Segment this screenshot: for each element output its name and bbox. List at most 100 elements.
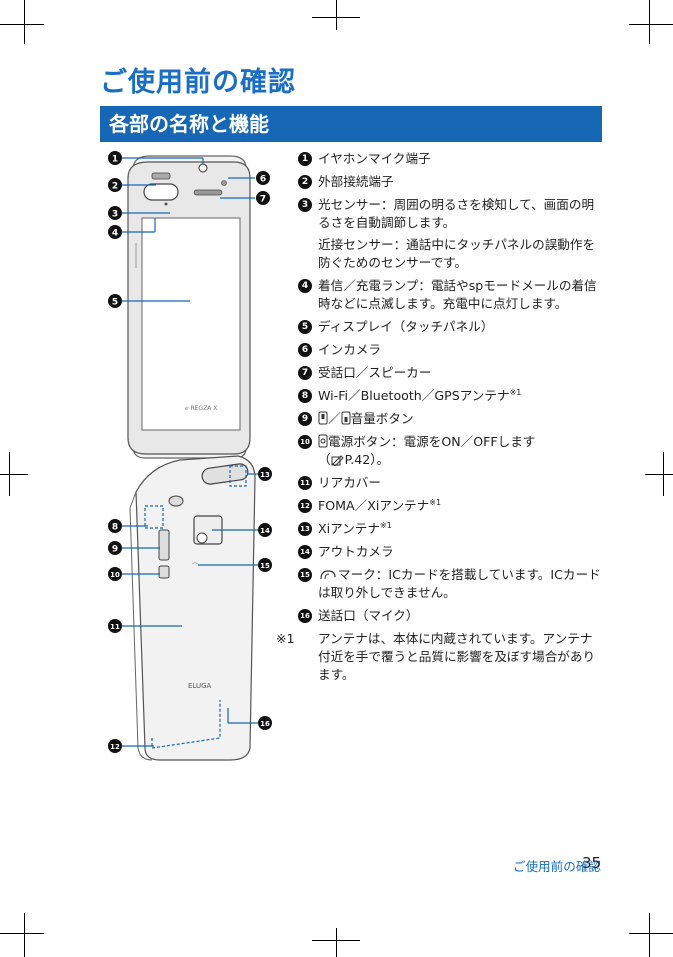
phone-front-view: ℯ REGZA X xyxy=(127,155,251,459)
callout-badge-8 xyxy=(108,519,122,533)
callout-badge-12 xyxy=(108,739,122,753)
crop-mark xyxy=(24,0,25,44)
callout-label: 2 xyxy=(112,182,118,192)
list-item: 10 電源ボタン：電源をON／OFFします （P.42）。 xyxy=(298,433,602,469)
callout-label: 6 xyxy=(260,175,266,185)
item-text: アウトカメラ xyxy=(318,544,394,559)
item-number: 4 xyxy=(298,279,312,293)
svg-text:⌒: ⌒ xyxy=(192,563,198,570)
item-number: 14 xyxy=(298,545,312,559)
item-text: 外部接続端子 xyxy=(318,174,394,189)
item-text: 受話口／スピーカー xyxy=(318,365,432,380)
item-text: 着信／充電ランプ：電話やspモードメールの着信時などに点滅します。充電中に点灯し… xyxy=(318,278,597,311)
footnote-ref: ※1 xyxy=(429,498,442,507)
callout-badge-3 xyxy=(108,206,122,220)
page-ref-link[interactable]: P.42）。 xyxy=(344,452,390,467)
callout-label: 9 xyxy=(112,545,118,555)
callout-label: 13 xyxy=(260,471,270,479)
item-number: 7 xyxy=(298,366,312,380)
item-text: 音量ボタン xyxy=(350,411,414,426)
item-text: インカメラ xyxy=(318,342,381,357)
item-text: イヤホンマイク端子 xyxy=(318,151,431,166)
item-number: 9 xyxy=(298,412,312,426)
leader-lines xyxy=(122,157,258,747)
crop-mark xyxy=(645,474,673,475)
chapter-title: ご使用前の確認 xyxy=(100,67,296,98)
callout-label: 14 xyxy=(260,527,270,535)
list-item: 5 ディスプレイ（タッチパネル） xyxy=(298,318,602,336)
running-footer: ご使用前の確認 xyxy=(512,859,601,874)
list-item: 8 Wi-Fi／Bluetooth／GPSアンテナ※1 xyxy=(298,387,602,405)
callout-label: 7 xyxy=(260,195,266,205)
callout-badge-2 xyxy=(108,178,122,192)
list-item: 2 外部接続端子 xyxy=(298,173,602,191)
footnote-text: アンテナは、本体に内蔵されています。アンテナ付近を手で覆うと品質に影響を及ぼす場… xyxy=(318,631,596,682)
callout-badge-16 xyxy=(258,716,272,730)
parts-list: 1 イヤホンマイク端子 2 外部接続端子 3 光センサー：周囲の明るさを検知して、画面… xyxy=(276,150,602,684)
callout-label: 3 xyxy=(112,210,118,220)
item-number: 1 xyxy=(298,152,312,166)
callout-badge-11 xyxy=(108,619,122,633)
page-reference-icon xyxy=(331,455,344,466)
item-number: 8 xyxy=(298,389,312,403)
callout-badge-5 xyxy=(108,294,122,308)
callout-label: 16 xyxy=(260,720,270,728)
crop-mark xyxy=(24,913,25,957)
item-number: 3 xyxy=(298,198,312,212)
callout-badge-15 xyxy=(258,558,272,572)
footnote-mark: ※1 xyxy=(276,631,295,646)
footnote: ※1 アンテナは、本体に内蔵されています。アンテナ付近を手で覆うと品質に影響を及ぼ… xyxy=(276,630,602,684)
list-item: 1 イヤホンマイク端子 xyxy=(298,150,602,168)
crop-mark xyxy=(336,0,337,30)
item-number: 6 xyxy=(298,343,312,357)
callout-badge-7 xyxy=(256,191,270,205)
item-number: 15 xyxy=(298,568,312,582)
callout-label: 10 xyxy=(110,571,120,579)
callout-badge-1 xyxy=(108,151,122,165)
item-text: ディスプレイ（タッチパネル） xyxy=(318,319,494,334)
item-number: 13 xyxy=(298,522,312,536)
callout-label: 8 xyxy=(112,523,118,533)
crop-mark xyxy=(9,452,10,496)
callout-badge-13 xyxy=(258,467,272,481)
callout-label: 15 xyxy=(260,562,270,570)
device-logo: ℯ REGZA X xyxy=(185,405,217,412)
callout-badge-4 xyxy=(108,225,122,239)
list-item: 7 受話口／スピーカー xyxy=(298,364,602,382)
item-text: 光センサー：周囲の明るさを検知して、画面の明るさを自動調節します。 xyxy=(318,197,595,230)
crop-mark xyxy=(649,913,650,957)
item-number: 5 xyxy=(298,320,312,334)
svg-text:ELUGA: ELUGA xyxy=(188,682,212,690)
item-number: 16 xyxy=(298,609,312,623)
phone-diagram: ℯ REGZA X ⌒ ELUGA xyxy=(108,151,272,761)
volume-down-key-icon xyxy=(341,411,351,425)
item-text: Wi-Fi／Bluetooth／GPSアンテナ xyxy=(318,388,510,403)
callout-label: 1 xyxy=(112,155,118,165)
footnote-ref: ※1 xyxy=(509,388,522,397)
footnote-ref: ※1 xyxy=(380,521,392,530)
item-text: 送話口（マイク） xyxy=(318,608,419,623)
callout-label: 5 xyxy=(112,298,118,308)
crop-mark xyxy=(336,928,337,957)
crop-mark xyxy=(663,452,664,496)
phone-back-view: ⌒ ELUGA xyxy=(129,455,256,761)
crop-mark xyxy=(629,24,673,25)
item-text: マーク：ICカードを搭載しています。ICカードは取り外しできません。 xyxy=(318,567,601,600)
list-item: 9 ／ 音量ボタン xyxy=(298,410,602,428)
crop-mark xyxy=(629,933,673,934)
callout-badge-6 xyxy=(256,171,270,185)
list-item: 14 アウトカメラ xyxy=(298,543,602,561)
list-item: 4 着信／充電ランプ：電話やspモードメールの着信時などに点滅します。充電中に点灯… xyxy=(298,277,602,313)
callout-badge-10 xyxy=(108,567,122,581)
item-text: FOMA／Xiアンテナ xyxy=(318,498,430,513)
callout-label: 11 xyxy=(110,623,120,631)
felica-mark-icon xyxy=(320,570,336,580)
item-separator: ／ xyxy=(328,411,341,426)
item-number: 2 xyxy=(298,175,312,189)
callout-badge-14 xyxy=(258,523,272,537)
item-text: リアカバー xyxy=(318,475,381,490)
